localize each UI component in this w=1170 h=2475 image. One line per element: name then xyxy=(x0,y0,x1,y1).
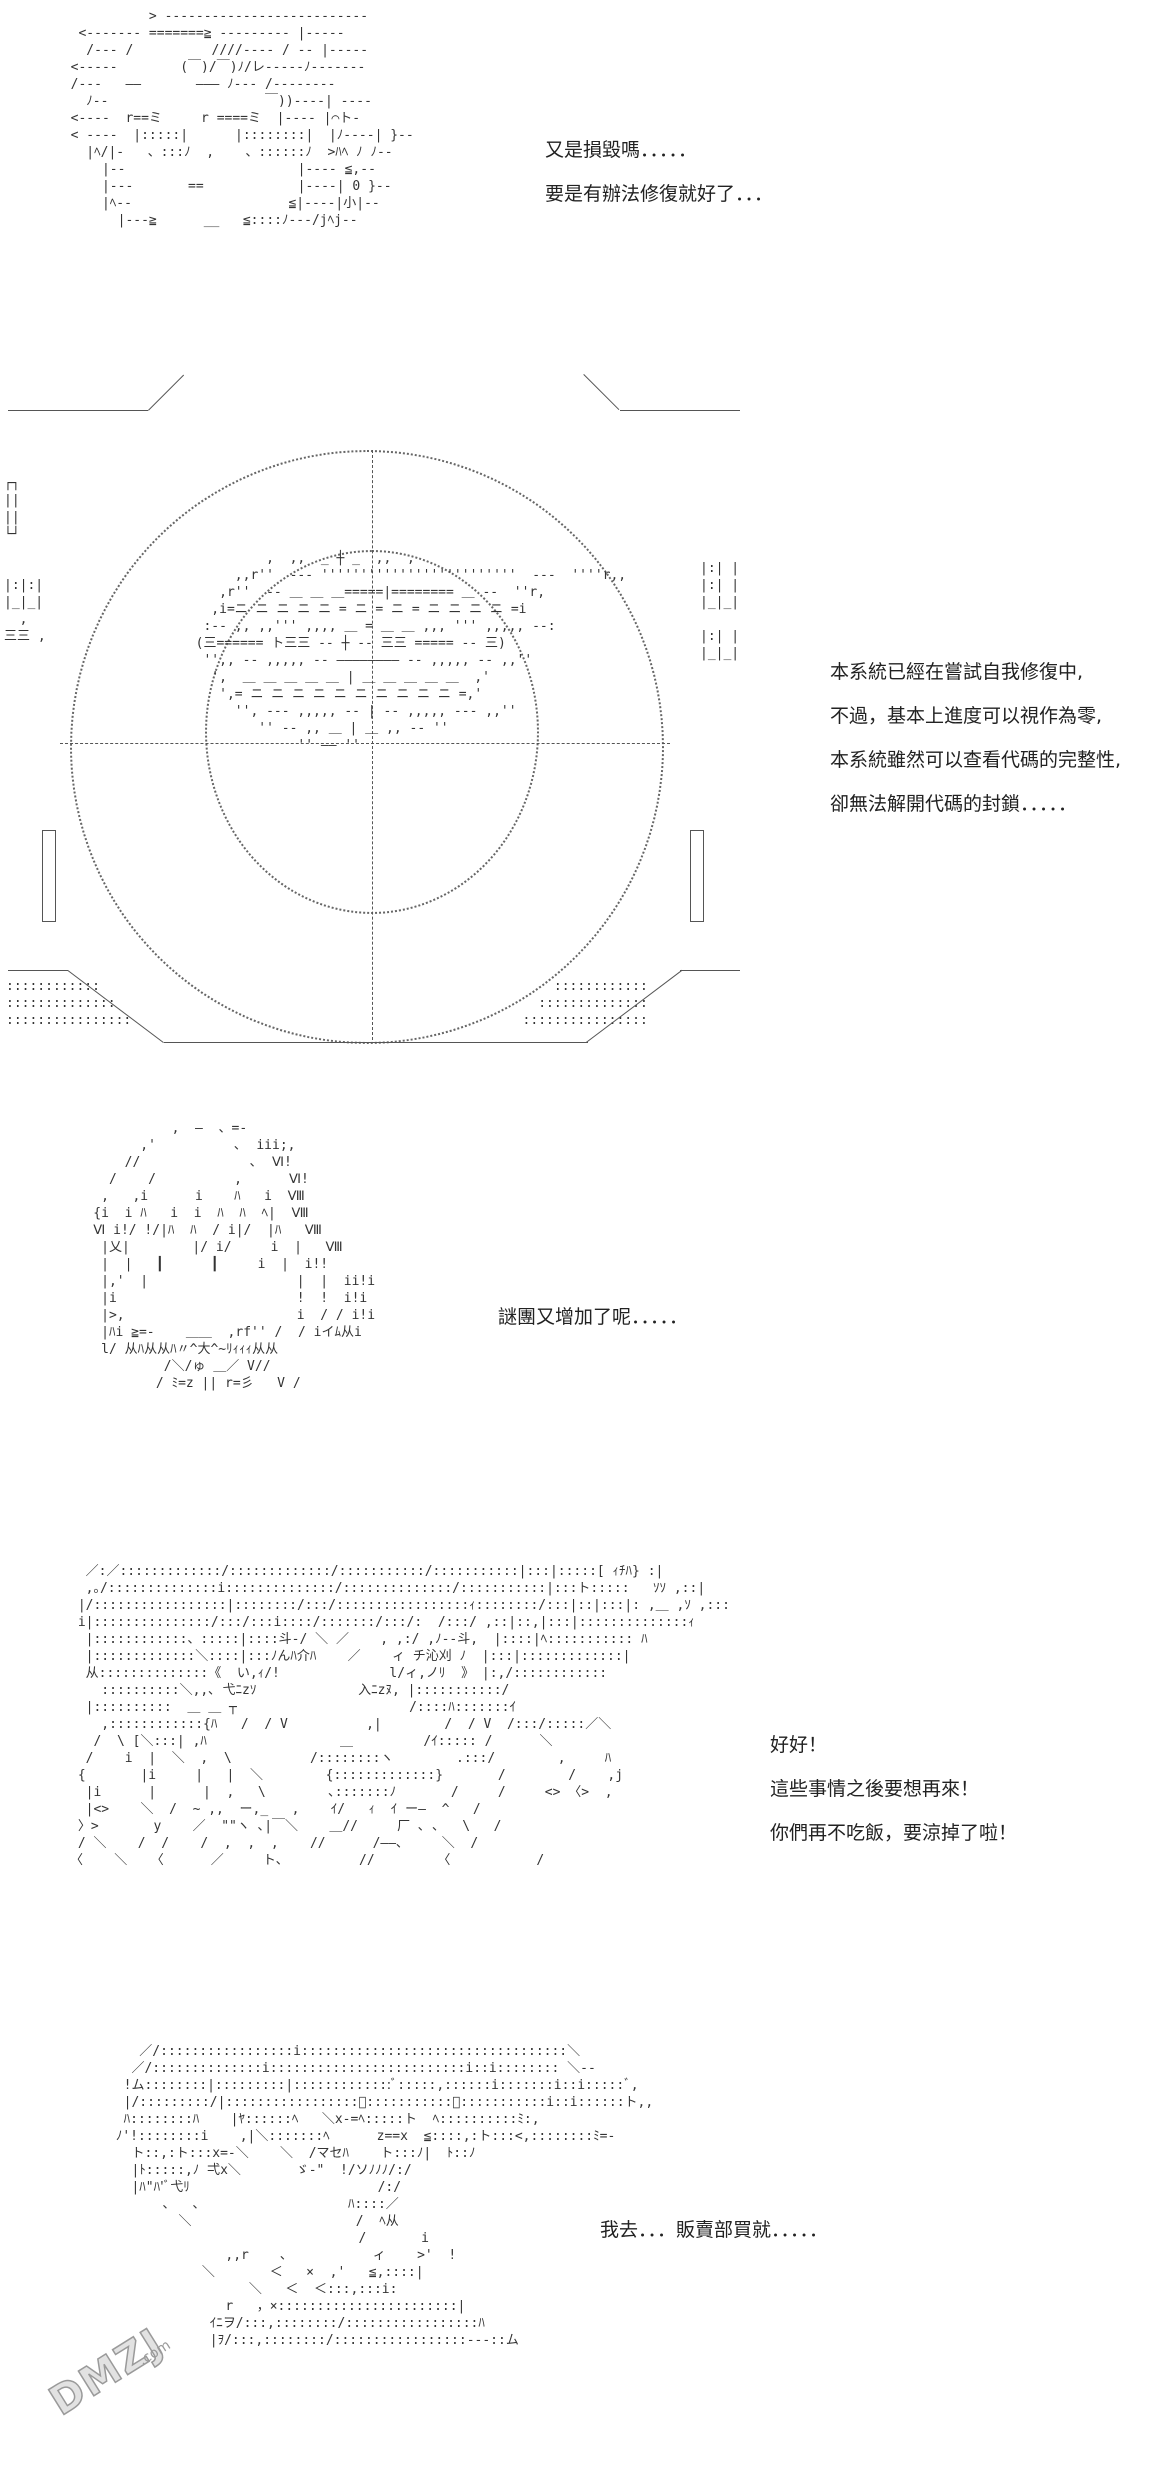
ascii-art-face: > ---------------------‐---- <------- ==… xyxy=(70,9,414,228)
speech-line: 你們再不吃飯，要涼掉了啦！ xyxy=(770,1822,1018,1844)
panel-long-hair-girl: , ― 、=- ,' ､ iii;, // ､ Ⅵ! / / , Ⅵ! , ,i… xyxy=(0,1110,1170,1540)
speech-line: 又是損毀嗎．．．．． xyxy=(545,139,698,161)
hud-base-floor xyxy=(164,1042,588,1043)
panel-system-core: , ,, _ ┼ _ ,, , ,,r'' --- ''''''''''''''… xyxy=(0,430,1170,1090)
panel-border-left xyxy=(8,410,148,411)
hud-left-gauge xyxy=(42,830,56,922)
hud-right-brackets: |:| | |:| | |_|_| |:| | |_|_| xyxy=(700,561,740,661)
ascii-art-leaving-girl: ／/:::::::::::::::::i::::::::::::::::::::… xyxy=(115,2044,654,2348)
ascii-art-long-hair-girl: , ― 、=- ,' ､ iii;, // ､ Ⅵ! / / , Ⅵ! , ,i… xyxy=(93,1121,376,1391)
panel-border-right-corner xyxy=(583,374,620,411)
hud-base-right xyxy=(680,970,740,971)
speech-line: 不過，基本上進度可以視作為零, xyxy=(830,705,1103,727)
ascii-art-core: , ,, _ ┼ _ ,, , ,,r'' --- ''''''''''''''… xyxy=(195,551,627,753)
hud-crosshair-horizontal xyxy=(60,743,670,744)
hud-crosshair-vertical xyxy=(372,450,373,1040)
speech-line: 要是有辦法修復就好了．．． xyxy=(545,183,774,205)
speech-line: 這些事情之後要想再來！ xyxy=(770,1778,980,1800)
hud-base-left xyxy=(8,970,68,971)
speech-line: 卻無法解開代碼的封鎖．．．．． xyxy=(830,793,1078,815)
hud-right-gauge xyxy=(690,830,704,922)
panel-border-left-corner xyxy=(148,374,185,411)
speech-line: 我去．．．販賣部買就．．．．． xyxy=(600,2219,829,2241)
panel-leaving-girl: ／/:::::::::::::::::i::::::::::::::::::::… xyxy=(0,2035,1170,2475)
speech-line: 好好！ xyxy=(770,1734,828,1756)
hud-left-brackets: ┌┐ || || └┘ |:|:| |_|_| , 三三 , xyxy=(4,476,46,644)
speech-line: 本系統已經在嘗試自我修復中, xyxy=(830,661,1084,683)
hud-outer-circle xyxy=(70,450,664,1044)
panel-face-closeup: > ---------------------‐---- <------- ==… xyxy=(0,0,1170,411)
speech-line: 謎團又增加了呢．．．．． xyxy=(498,1306,689,1328)
ascii-art-angry-group: ／:／:::::::::::::/:::::::::::::/:::::::::… xyxy=(70,1564,730,1868)
panel-border-right xyxy=(620,410,740,411)
panel-angry-group: ／:／:::::::::::::/:::::::::::::/:::::::::… xyxy=(0,1555,1170,2035)
hud-base-dots: :::::::::::: :::::::::::: ::::::::::::::… xyxy=(6,979,648,1028)
speech-line: 本系統雖然可以查看代碼的完整性, xyxy=(830,749,1122,771)
